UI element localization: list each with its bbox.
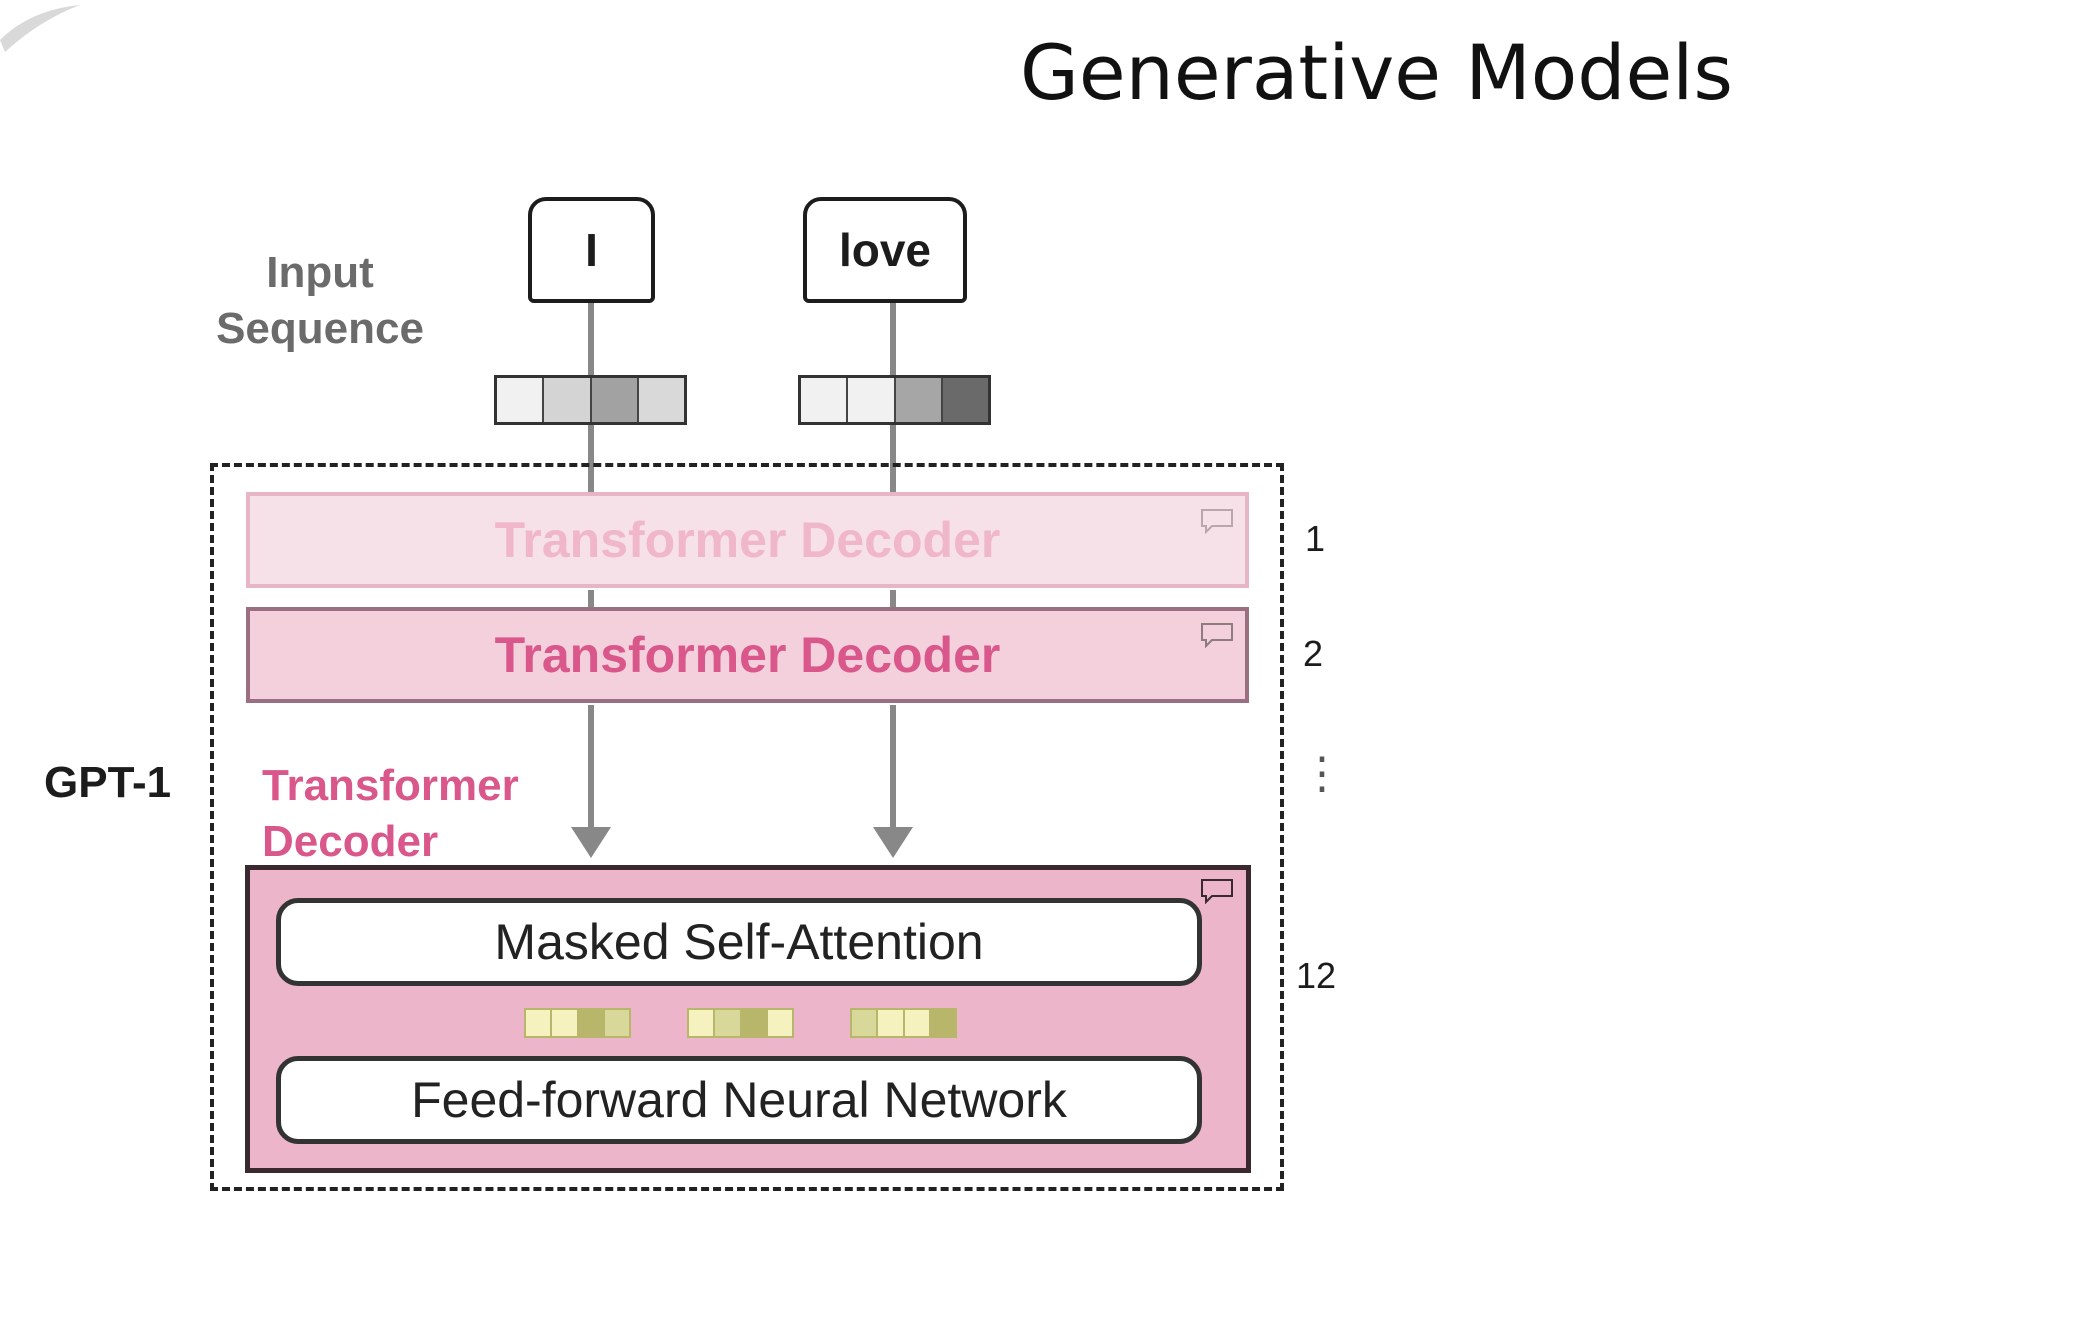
gpt1-model-frame [210,463,1284,1191]
attention-output-vector-3 [850,1008,957,1038]
feed-forward-network-box: Feed-forward Neural Network [276,1056,1202,1144]
embedding-vector-i [494,375,687,425]
decoder-layer-1: Transformer Decoder [246,492,1249,588]
input-sequence-label: Input Sequence [205,245,435,357]
decoder-layer-2-label: Transformer Decoder [494,627,1001,683]
token-box-love: love [803,197,967,303]
expanded-label-line2: Decoder [262,817,439,866]
feed-forward-network-label: Feed-forward Neural Network [411,1072,1067,1128]
masked-self-attention-box: Masked Self-Attention [276,898,1202,986]
layer-number-2: 2 [1303,633,1324,674]
input-label-line2: Sequence [216,304,424,353]
token-text-i: I [585,224,598,276]
token-text-love: love [838,224,932,276]
embedding-vector-love [798,375,991,425]
input-label-line1: Input [266,248,374,297]
attention-output-vector-2 [687,1008,794,1038]
comment-icon [1201,509,1233,534]
model-label: GPT-1 [44,758,172,807]
arrow-down-icon [873,827,913,858]
masked-self-attention-label: Masked Self-Attention [494,914,984,970]
comment-icon [1201,623,1233,648]
arrow-down-icon [571,827,611,858]
slide-title: Generative Models [1020,28,1733,117]
token-box-i: I [528,197,655,303]
decoder-layer-2: Transformer Decoder [246,607,1249,703]
layer-number-1: 1 [1305,518,1326,559]
attention-output-vector-1 [524,1008,631,1038]
expanded-decoder-label: Transformer Decoder [262,758,519,870]
comment-icon [1201,879,1233,904]
decoder-layer-1-label: Transformer Decoder [494,512,1001,568]
layer-number-12: 12 [1296,955,1337,996]
layer-ellipsis: ⋮ [1300,749,1344,798]
brush-stroke-icon [0,5,80,52]
expanded-label-line1: Transformer [262,761,519,810]
